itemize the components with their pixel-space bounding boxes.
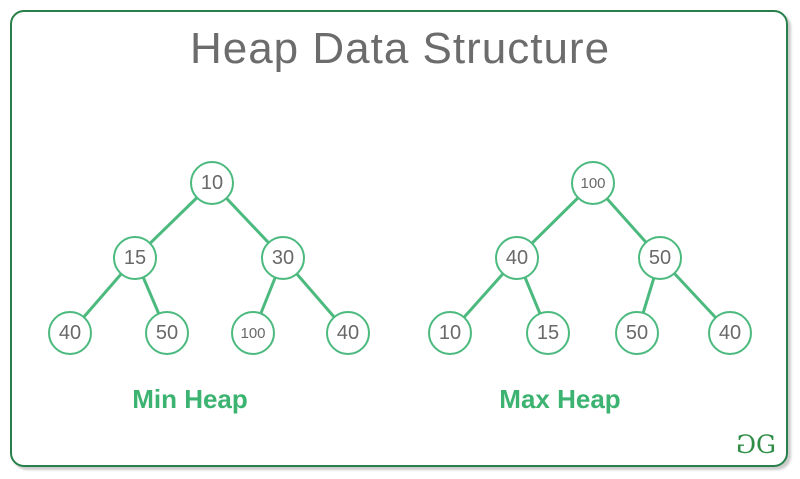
tree-node: 30 <box>261 236 305 280</box>
tree-node: 40 <box>708 311 752 355</box>
tree-node: 100 <box>231 311 275 355</box>
tree-node: 40 <box>326 311 370 355</box>
geeksforgeeks-logo: GG <box>738 430 776 459</box>
tree-node: 10 <box>190 161 234 205</box>
mirrored-g-glyph: G <box>738 430 757 459</box>
g-glyph: G <box>756 430 776 459</box>
tree-node: 50 <box>638 236 682 280</box>
tree-node: 15 <box>526 311 570 355</box>
tree-node: 10 <box>428 311 472 355</box>
min-heap-label: Min Heap <box>132 384 248 414</box>
tree-node: 50 <box>615 311 659 355</box>
page-frame <box>10 10 788 467</box>
max-heap-label: Max Heap <box>499 384 621 414</box>
tree-node: 40 <box>48 311 92 355</box>
page-title: Heap Data Structure <box>189 24 611 73</box>
tree-node: 15 <box>113 236 157 280</box>
tree-node: 100 <box>571 161 615 205</box>
tree-node: 50 <box>145 311 189 355</box>
tree-node: 40 <box>495 236 539 280</box>
